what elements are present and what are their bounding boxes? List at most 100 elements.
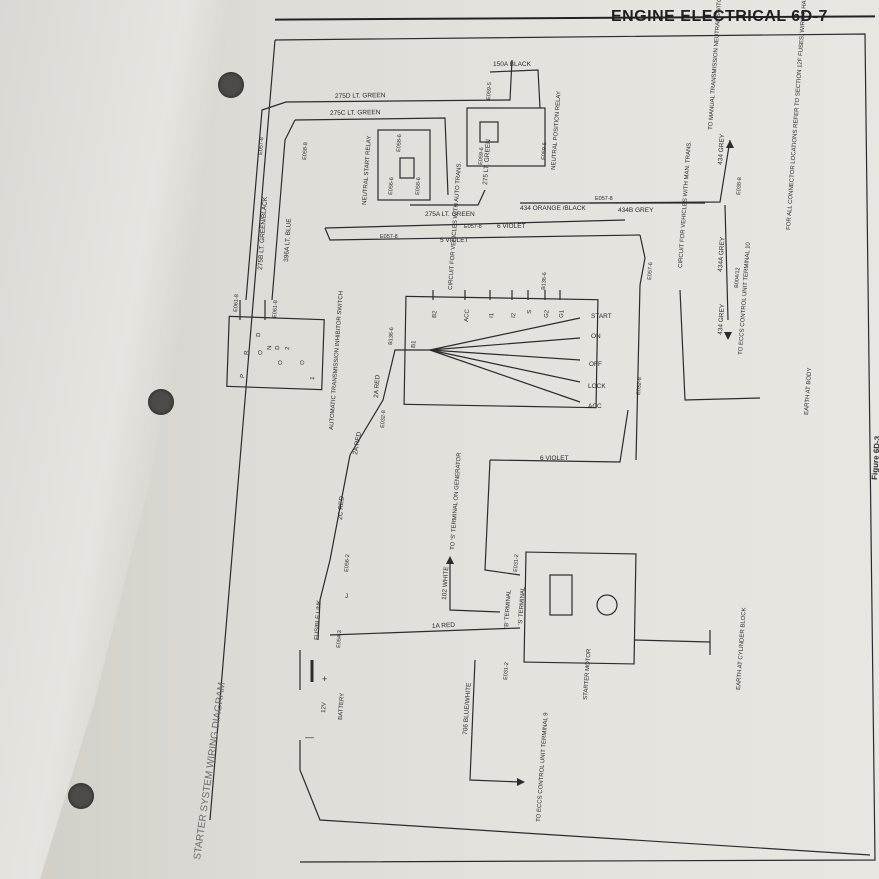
conn-e056-6: E056-6 xyxy=(388,177,395,195)
inh-1: 1 xyxy=(310,376,316,380)
wire-b1-feed xyxy=(349,349,430,456)
inhibitor-codes: D O O O xyxy=(256,332,306,365)
to-ecc-9-label: TO ECCS CONTROL UNIT TERMINAL 9 xyxy=(536,712,550,822)
wire-275a xyxy=(410,189,486,206)
label-396a: 396A LT. BLUE xyxy=(283,217,293,262)
label-2a-red-2: 2A RED xyxy=(352,431,363,455)
wire-275c xyxy=(294,117,449,196)
label-275-lt-green: 275 LT. GREEN xyxy=(482,139,492,185)
neutral-start-relay-coil xyxy=(399,157,415,179)
ign-term-s: S xyxy=(527,310,533,314)
diagram-frame xyxy=(274,33,876,863)
inh-p: P xyxy=(240,374,246,378)
battery-minus: — xyxy=(305,732,314,742)
label-275a: 275A LT. GREEN xyxy=(425,211,475,218)
to-manual-switch-label: TO MANUAL TRANSMISSION NEUTRAL SWITCH xyxy=(708,0,724,130)
wire-1a-red xyxy=(329,627,521,636)
label-706: 706 BLUE/WHITE xyxy=(462,682,473,735)
wire-5violet xyxy=(324,227,641,241)
inh-code-o1: O xyxy=(258,350,264,355)
arrow-to-s-terminal xyxy=(446,556,454,564)
label-6-violet-top: 6 VIOLET xyxy=(497,223,526,230)
label-102: 102 WHITE xyxy=(441,565,450,600)
ignition-positions: START ON OFF LOCK ACC xyxy=(588,313,612,410)
label-434-ob: 434 ORANGE /BLACK xyxy=(520,205,586,212)
conn-e061-8a: E061-8 xyxy=(233,294,240,312)
diagram-frame-left xyxy=(209,39,276,821)
conn-e031-2a: E031-2 xyxy=(513,554,520,572)
ignition-switch-rays xyxy=(429,317,581,403)
neutral-start-relay-box xyxy=(377,129,431,201)
conn-e031-2b: E031-2 xyxy=(503,662,510,680)
wire-102 xyxy=(449,560,501,613)
wire-e032-8-upper xyxy=(635,284,641,461)
ignition-terminals: B2 ACC I1 I2 S G2 G1 xyxy=(432,308,566,322)
conn-b136-6a: B136-6 xyxy=(388,327,395,345)
inhibitor-contacts: P R N D 2 1 xyxy=(240,345,316,380)
wire-434a xyxy=(724,204,729,321)
b1-label: B1 xyxy=(411,340,418,348)
s-terminal-label: 'S' TERMINAL xyxy=(518,586,527,625)
ign-off: OFF xyxy=(589,361,602,368)
page-header: ENGINE ELECTRICAL 6D-7 xyxy=(611,8,828,25)
conn-e058-8: E058-8 xyxy=(302,142,309,160)
binder-hole-1 xyxy=(218,72,244,98)
wire-6violet-low xyxy=(489,409,629,463)
ignition-terminal-posts xyxy=(432,290,561,300)
wire-275b xyxy=(245,101,287,301)
neutral-start-relay-label: NEUTRAL START RELAY xyxy=(362,136,373,206)
inh-d: D xyxy=(275,345,281,350)
wire-150a xyxy=(489,69,541,109)
wire-6violet-top xyxy=(324,219,626,229)
figure-side-title: STARTER SYSTEM WIRING DIAGRAM xyxy=(192,682,228,861)
wire-e057-6 xyxy=(639,234,646,286)
inh-code-o3: O xyxy=(300,360,306,365)
earth-block-label: EARTH AT CYLINDER BLOCK xyxy=(736,607,748,690)
inhibitor-switch-box xyxy=(226,315,325,391)
wire-earth-body xyxy=(679,289,761,401)
label-6-violet-low: 6 VIOLET xyxy=(540,455,569,462)
neutral-position-relay-label: NEUTRAL POSITION RELAY xyxy=(551,91,562,170)
to-s-terminal-label: TO 'S' TERMINAL ON GENERATOR xyxy=(450,452,463,550)
fusible-link-label: FUSIBLE LINK xyxy=(314,600,323,640)
ign-term-b2: B2 xyxy=(432,310,439,318)
battery-label: BATTERY xyxy=(338,693,346,720)
inh-r: R xyxy=(244,350,250,355)
conn-e057-8a: E057-8 xyxy=(258,137,265,155)
auto-circuit-label: CIRCUIT FOR VEHICLES WITH AUTO TRANS. xyxy=(448,161,463,290)
neutral-position-relay-coil xyxy=(479,121,499,143)
label-434b: 434B GREY xyxy=(618,207,654,214)
conn-b136-6b: B136-6 xyxy=(541,272,548,290)
label-275b: 275B LT. GREEN/BLACK xyxy=(257,196,269,270)
man-circuit-label: CIRCUIT FOR VEHICLES WITH MAN. TRANS. xyxy=(678,141,693,269)
conn-e054-3: E054-3 xyxy=(336,630,343,648)
figure-label: Figure 6D-3 xyxy=(870,435,879,480)
label-434-ecc: 434 GREY xyxy=(717,303,726,335)
wire-706 xyxy=(469,659,521,783)
conn-e057-6: E057-6 xyxy=(647,262,654,280)
arrow-to-ecc-10 xyxy=(724,332,732,340)
ign-term-g2: G2 xyxy=(544,309,551,318)
inh-code-d: D xyxy=(256,332,262,337)
starter-motor-box xyxy=(523,551,637,665)
ign-term-g1: G1 xyxy=(559,309,566,318)
conn-e059-5b: E059-5 xyxy=(541,142,548,160)
ign-term-i2: I2 xyxy=(511,312,517,318)
b-terminal-label: 'B' TERMINAL xyxy=(504,589,513,628)
label-275c: 275C LT. GREEN xyxy=(330,109,381,117)
battery-plus: + xyxy=(322,674,327,684)
conn-e038-8: E038-8 xyxy=(736,177,743,195)
conn-e057-8d: E057-8 xyxy=(595,196,613,202)
conn-e059-5: E059-5 xyxy=(486,82,493,100)
earth-body-label: EARTH AT BODY xyxy=(804,367,813,415)
conn-e059-6: E059-6 xyxy=(478,147,485,165)
conn-e057-8b: E057-8 xyxy=(464,224,482,230)
inh-2: 2 xyxy=(285,346,291,350)
label-1a-red: 1A RED xyxy=(432,622,456,630)
ign-start: START xyxy=(591,313,612,320)
binder-hole-2 xyxy=(148,389,174,415)
conn-e032-8b: E032-8 xyxy=(636,377,643,395)
starter-solenoid xyxy=(549,574,573,616)
conn-e032-8a: E032-8 xyxy=(380,410,387,428)
ign-on: ON xyxy=(591,333,601,340)
